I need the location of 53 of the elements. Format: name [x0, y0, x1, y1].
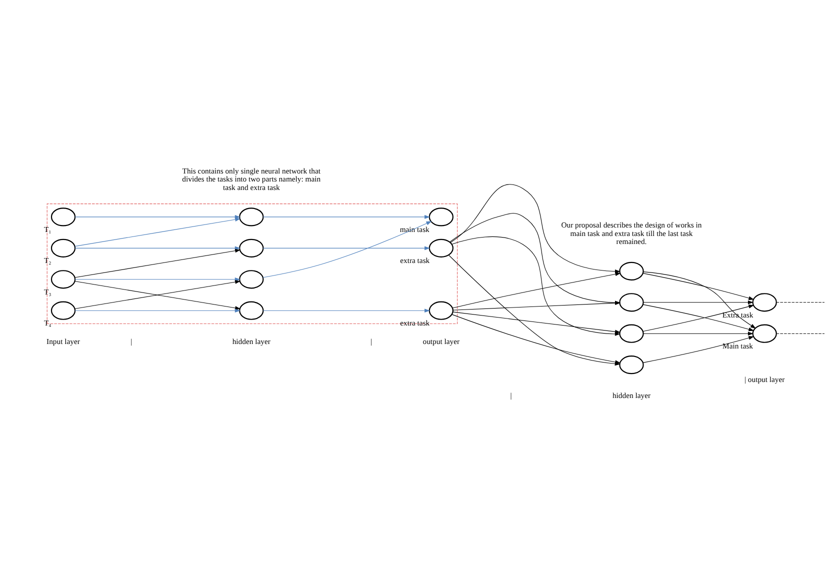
node-label: extra task [400, 256, 430, 265]
node-ellipse [50, 300, 76, 320]
label: This contains only single neural network that divides the tasks into two parts namely: main task and extra task [182, 166, 321, 192]
arrow [642, 336, 754, 362]
arrow [450, 184, 621, 273]
arrow [262, 220, 432, 278]
node-ellipse [428, 238, 454, 257]
node-label: T₁ [44, 224, 52, 234]
label: Our proposal describes the design of works in main task and extra task till the last task remained. [561, 220, 702, 246]
arrow [74, 246, 240, 250]
arrow [74, 217, 241, 246]
node-ellipse [239, 270, 264, 288]
arrow [642, 272, 754, 300]
node-ellipse [619, 355, 644, 374]
node-ellipse [752, 324, 777, 342]
arrow [452, 311, 621, 334]
arrow [452, 314, 621, 364]
arrow [262, 308, 430, 312]
node-label: T₄ [44, 318, 52, 327]
label: output layer [422, 336, 460, 346]
label: | output layer [744, 374, 785, 384]
arrow [262, 246, 430, 250]
node-ellipse [619, 324, 644, 342]
label: | [370, 336, 372, 346]
node-ellipse [619, 292, 644, 312]
label: | [510, 390, 512, 400]
arrow [643, 271, 756, 328]
arrow [643, 300, 754, 304]
arrow [74, 308, 240, 312]
node-ellipse [239, 300, 264, 320]
arrow [262, 214, 430, 218]
arrow [74, 214, 240, 218]
node-ellipse [50, 270, 76, 288]
arrow [643, 331, 754, 336]
node-ellipse [50, 238, 76, 257]
node-ellipse [50, 207, 76, 226]
node-label: T₃ [44, 286, 52, 296]
node-ellipse [428, 300, 454, 320]
arrow [74, 276, 240, 281]
node-label: T₂ [44, 256, 52, 265]
arrow [74, 248, 241, 278]
node-ellipse [752, 292, 777, 312]
label: | [130, 336, 132, 346]
node-ellipse [239, 207, 264, 226]
label: Input layer [46, 336, 80, 346]
node-label: Main task [722, 341, 753, 350]
node-ellipse [619, 261, 644, 280]
label: hidden layer [612, 390, 651, 400]
node-label: main task [400, 224, 430, 234]
label: hidden layer [232, 336, 270, 346]
node-ellipse [239, 238, 264, 257]
connector [776, 332, 825, 334]
node-ellipse [428, 207, 454, 226]
